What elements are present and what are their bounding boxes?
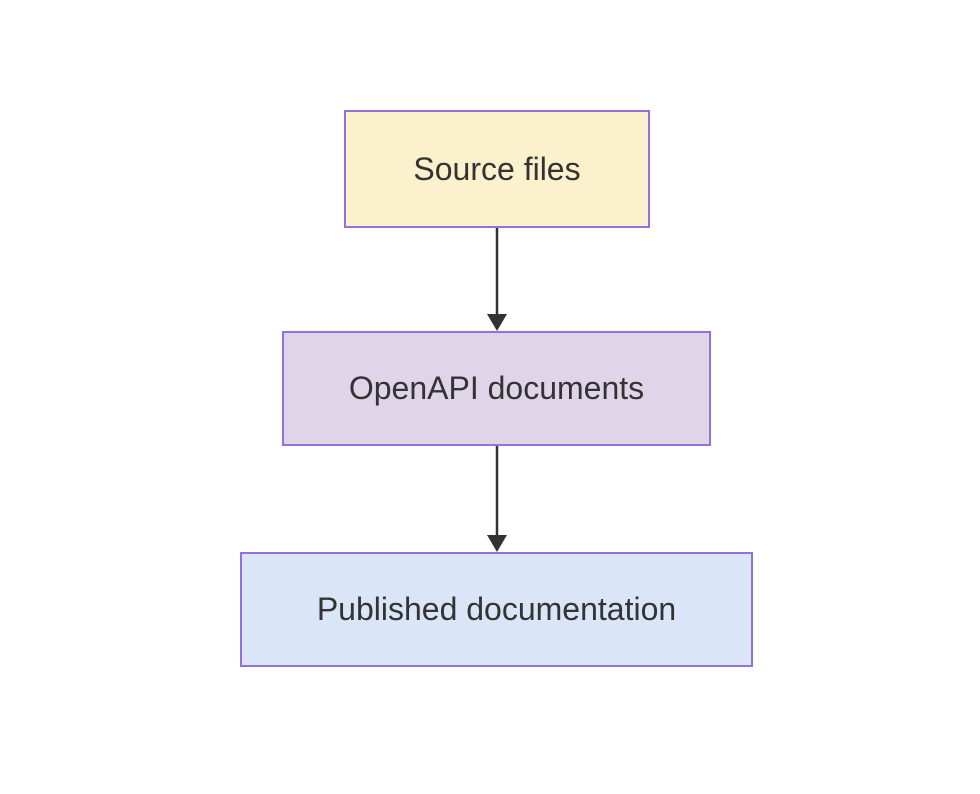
node-source-files-label: Source files — [413, 150, 581, 187]
edge-arrow-source-to-openapi — [487, 228, 507, 331]
node-published-documentation: Published documentation — [240, 552, 753, 667]
node-published-documentation-label: Published documentation — [316, 591, 677, 628]
node-source-files: Source files — [344, 110, 650, 228]
node-openapi-documents: OpenAPI documents — [282, 331, 711, 446]
arrowhead-down-icon — [487, 535, 507, 552]
edge-arrow-openapi-to-published — [487, 446, 507, 552]
arrowhead-down-icon — [487, 314, 507, 331]
node-openapi-documents-label: OpenAPI documents — [348, 370, 645, 407]
